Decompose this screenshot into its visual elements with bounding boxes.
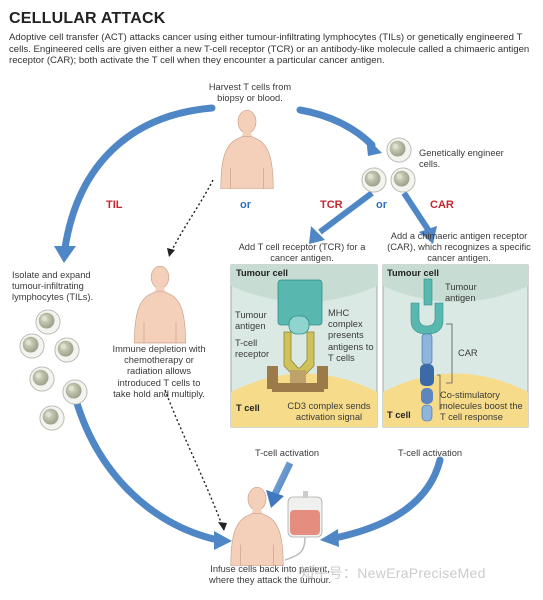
- infuse-left-arrow: [68, 381, 222, 544]
- tcr-tcell-label: T cell: [236, 403, 260, 413]
- dotted-arrow-bottom: [164, 389, 223, 526]
- or-label-2: or: [376, 199, 387, 211]
- car-tcell-label: T cell: [387, 410, 411, 420]
- engineered-cell-2: [361, 167, 387, 193]
- car-label: CAR: [430, 199, 454, 211]
- cd3-label: CD3 complex sends activation signal: [287, 401, 371, 423]
- infuse-label: Infuse cells back into patient, where th…: [209, 564, 331, 586]
- mhc-label: MHC complex presents antigens to T cells: [328, 308, 374, 363]
- engineered-cell-3: [390, 167, 416, 193]
- tcr-description: Add T cell receptor (TCR) for a cancer a…: [238, 242, 366, 264]
- page-title: CELLULAR ATTACK: [9, 10, 166, 27]
- tcr-tumour-antigen-label: Tumour antigen: [235, 310, 267, 332]
- car-panel: [382, 264, 529, 428]
- tcr-arrowhead: [309, 226, 325, 244]
- til-cell-2: [19, 333, 45, 359]
- car-arrow: [401, 191, 432, 233]
- til-cell-1: [35, 309, 61, 335]
- til-cell-3: [54, 337, 80, 363]
- activation-left-arrow: [271, 461, 294, 496]
- activation-right-arrow: [331, 456, 444, 542]
- costimulatory-label: Co-stimulatory molecules boost the T cel…: [440, 390, 523, 423]
- watermark: 知乎号：NewEraPreciseMed: [300, 565, 486, 581]
- or-label-1: or: [240, 199, 251, 211]
- activation-right-arrowhead: [320, 529, 339, 547]
- patient-top-figure: [220, 109, 274, 189]
- car-structure-label: CAR: [458, 348, 478, 358]
- harvest-label: Harvest T cells from biopsy or blood.: [208, 82, 292, 104]
- genetically-engineer-label: Genetically engineer cells.: [419, 148, 504, 170]
- car-activation-label: T-cell activation: [398, 448, 463, 458]
- car-arrowhead: [419, 226, 437, 244]
- patient-middle-figure: [133, 265, 187, 344]
- til-arrow: [61, 104, 216, 252]
- activation-left-arrowhead: [266, 490, 284, 508]
- dotted-arrow-top: [171, 179, 214, 251]
- immune-depletion-label: Immune depletion with chemotherapy or ra…: [112, 344, 206, 399]
- car-description: Add a chimaeric antigen receptor (CAR), …: [387, 231, 531, 264]
- tcell-receptor-label: T-cell receptor: [235, 338, 270, 360]
- tcr-tumour-cell-label: Tumour cell: [236, 268, 288, 278]
- car-tumour-cell-label: Tumour cell: [387, 268, 439, 278]
- dotted-arrowhead-top: [167, 248, 175, 257]
- dotted-arrowhead-bottom: [218, 522, 227, 531]
- tcr-arrow: [318, 190, 374, 235]
- til-cell-5: [62, 379, 88, 405]
- engineered-cell-1: [386, 137, 412, 163]
- tcr-activation-label: T-cell activation: [255, 448, 320, 458]
- intro-text: Adoptive cell transfer (ACT) attacks can…: [9, 32, 530, 66]
- til-cell-6: [39, 405, 65, 431]
- isolate-label: Isolate and expand tumour-infiltrating l…: [12, 270, 94, 303]
- car-tumour-antigen-label: Tumour antigen: [445, 282, 477, 304]
- tcr-label: TCR: [320, 199, 343, 211]
- til-label: TIL: [106, 199, 123, 211]
- engineer-arrow: [296, 106, 376, 149]
- til-cell-4: [29, 366, 55, 392]
- tcr-panel: [230, 264, 378, 428]
- til-arrowhead: [54, 246, 76, 263]
- infuse-left-arrowhead: [214, 531, 232, 550]
- infusion-bag: [284, 491, 323, 561]
- engineer-arrowhead: [366, 137, 382, 156]
